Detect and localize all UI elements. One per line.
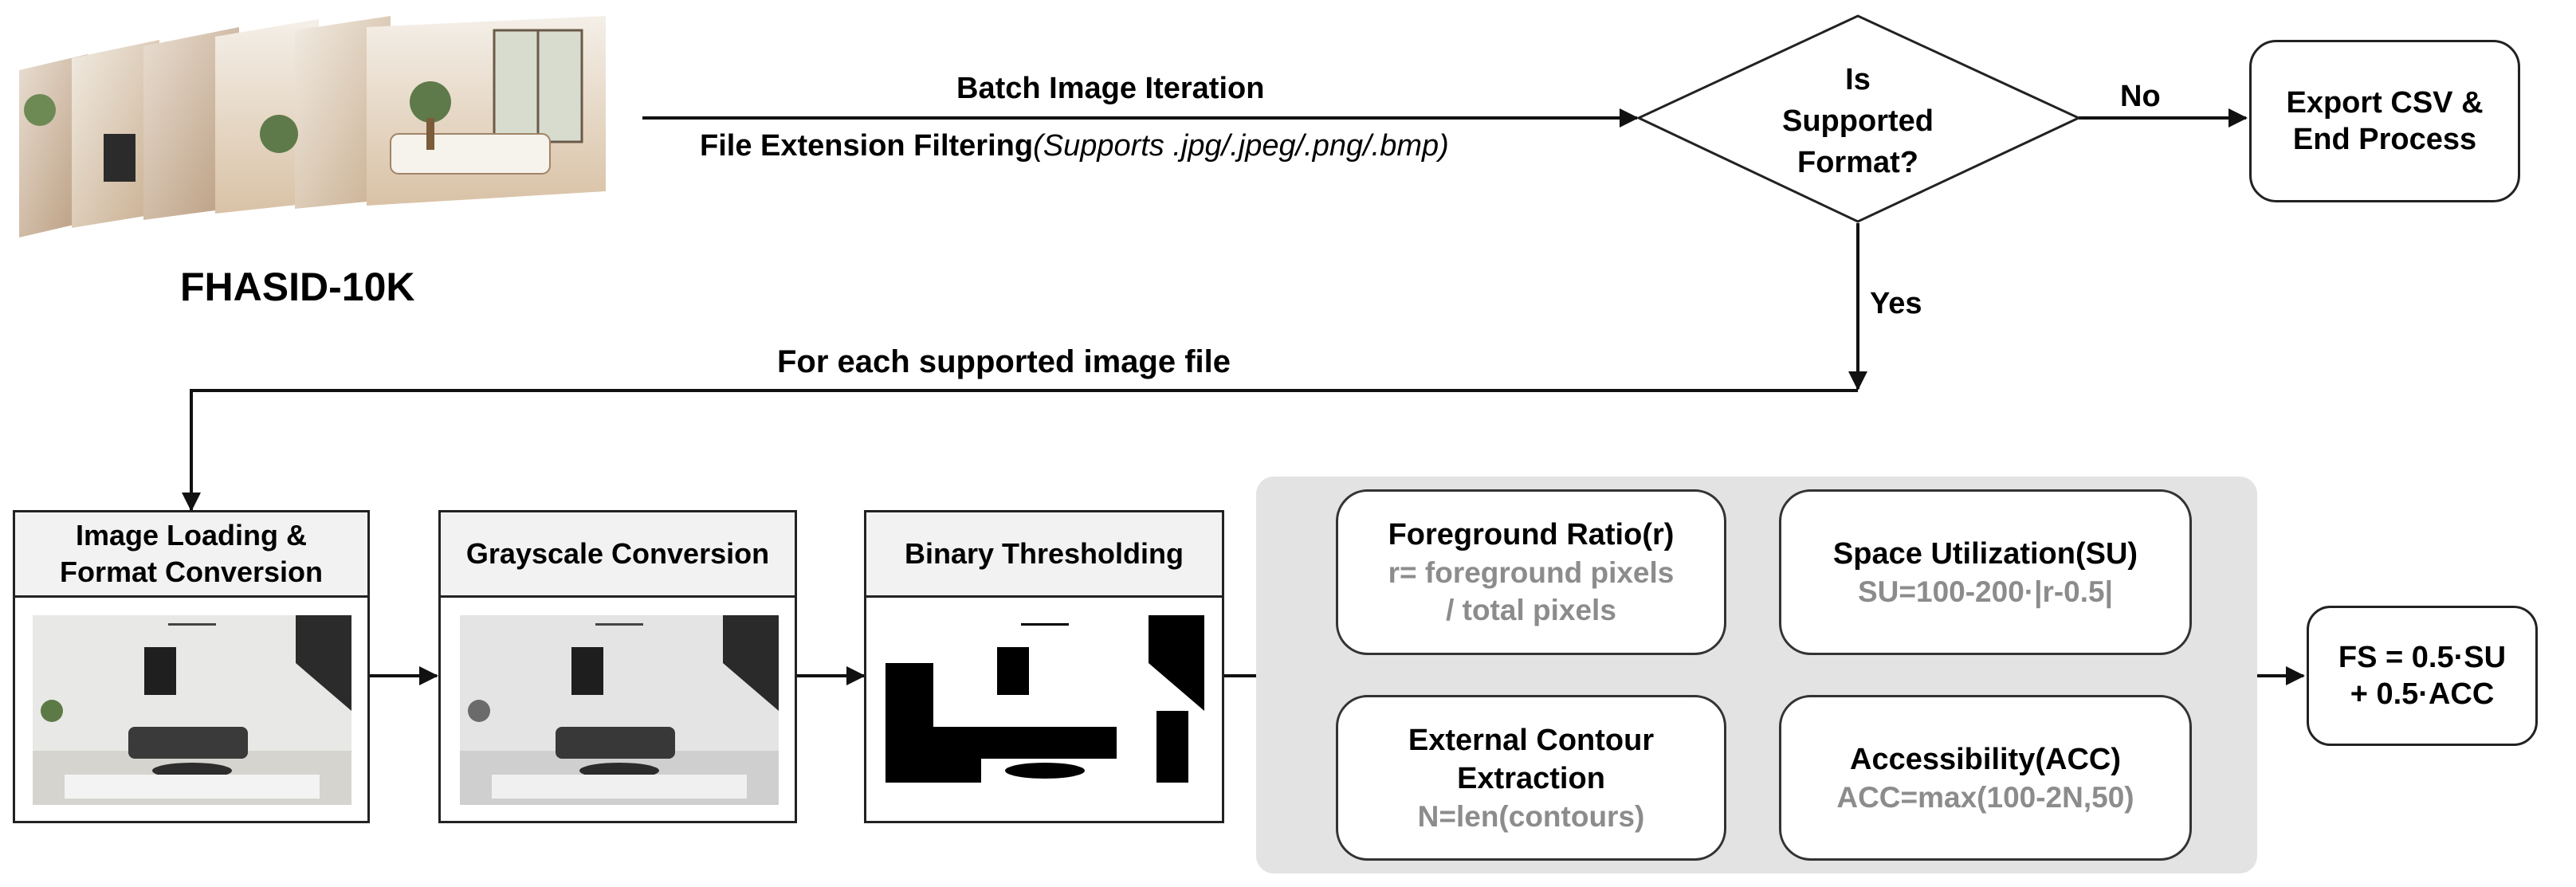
- step-thresholding-header: Binary Thresholding: [864, 510, 1224, 598]
- export-end-box: Export CSV & End Process: [2249, 40, 2520, 202]
- step-thresholding-panel: [864, 595, 1224, 823]
- room-photo-binary: [886, 615, 1204, 805]
- room-photo-gray: [460, 615, 779, 805]
- room-photo-color: [33, 615, 351, 805]
- contour-extraction-title1: External Contour: [1408, 723, 1655, 757]
- decision-diamond: [1636, 14, 2082, 223]
- batch-iteration-label: Batch Image Iteration: [956, 72, 1265, 105]
- final-score-line2: + 0.5·ACC: [2350, 677, 2495, 711]
- loop-label: For each supported image file: [777, 344, 1231, 379]
- step-grayscale-panel: [438, 595, 797, 823]
- step3-line1: Binary Thresholding: [904, 537, 1184, 570]
- step-image-loading-header: Image Loading & Format Conversion: [13, 510, 370, 598]
- foreground-ratio-box: Foreground Ratio(r) r= foreground pixels…: [1336, 489, 1726, 655]
- export-end-line1: Export CSV &: [2286, 86, 2484, 120]
- step1-line1: Image Loading &: [75, 519, 308, 551]
- contour-extraction-title2: Extraction: [1457, 761, 1605, 795]
- step-grayscale-header: Grayscale Conversion: [438, 510, 797, 598]
- contour-extraction-box: External Contour Extraction N=len(contou…: [1336, 695, 1726, 861]
- decision-line2: Supported: [1782, 104, 1934, 138]
- decision-line1: Is: [1845, 63, 1871, 96]
- final-score-box: FS = 0.5·SU + 0.5·ACC: [2307, 606, 2538, 746]
- accessibility-title: Accessibility(ACC): [1850, 742, 2121, 776]
- space-utilization-box: Space Utilization(SU) SU=100-200·|r-0.5|: [1779, 489, 2192, 655]
- dataset-image-stack: [16, 14, 606, 245]
- decision-line3: Format?: [1797, 146, 1918, 179]
- decision-text: Is Supported Format?: [1734, 59, 1981, 183]
- foreground-ratio-title: Foreground Ratio(r): [1388, 518, 1675, 551]
- dataset-name: FHASID-10K: [180, 265, 415, 309]
- space-utilization-formula: SU=100-200·|r-0.5|: [1858, 575, 2113, 608]
- space-utilization-title: Space Utilization(SU): [1832, 536, 2138, 571]
- yes-label: Yes: [1870, 287, 1922, 320]
- export-end-line2: End Process: [2292, 123, 2477, 156]
- accessibility-box: Accessibility(ACC) ACC=max(100-2N,50): [1779, 695, 2192, 861]
- foreground-ratio-formula-line1: r= foreground pixels: [1388, 556, 1675, 589]
- extension-filter-label: File Extension Filtering(Supports .jpg/.…: [700, 128, 1449, 164]
- loop-line: [182, 389, 1858, 512]
- step1-line2: Format Conversion: [59, 555, 324, 588]
- accessibility-formula: ACC=max(100-2N,50): [1836, 780, 2134, 814]
- contour-extraction-formula: N=len(contours): [1417, 799, 1645, 833]
- extension-filter-italic: (Supports .jpg/.jpeg/.png/.bmp): [1033, 129, 1449, 163]
- step2-line1: Grayscale Conversion: [465, 537, 770, 570]
- no-label: No: [2120, 80, 2161, 113]
- dataset-thumbnails: [19, 16, 606, 237]
- final-score-line1: FS = 0.5·SU: [2338, 641, 2507, 674]
- step-image-loading-panel: [13, 595, 370, 823]
- foreground-ratio-formula-line2: / total pixels: [1446, 594, 1616, 626]
- extension-filter-bold: File Extension Filtering: [700, 129, 1034, 163]
